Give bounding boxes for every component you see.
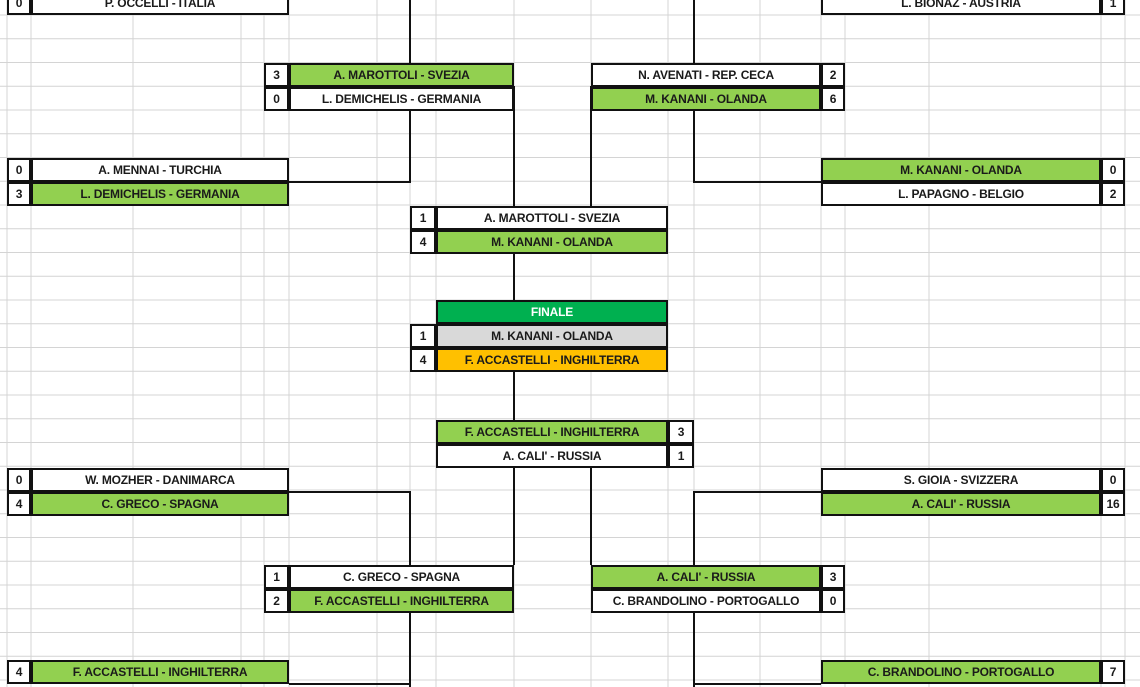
player-cell[interactable]: N. AVENATI - REP. CECA [591,63,821,87]
player-cell[interactable]: P. OCCELLI - ITALIA [31,0,289,15]
player-cell[interactable]: W. MOZHER - DANIMARCA [31,468,289,492]
player-cell[interactable]: F. ACCASTELLI - INGHILTERRA [289,589,514,613]
score-cell[interactable]: 3 [264,63,289,87]
player-cell[interactable]: L. DEMICHELIS - GERMANIA [31,182,289,206]
score-cell[interactable]: 2 [821,63,845,87]
score-cell[interactable]: 0 [7,0,31,15]
connector-line [590,86,592,206]
connector-line [513,86,515,206]
player-cell[interactable]: C. BRANDOLINO - PORTOGALLO [591,589,821,613]
connector-line [513,468,515,565]
connector-line [590,468,592,565]
score-cell[interactable]: 1 [264,565,289,589]
score-cell[interactable]: 0 [1101,468,1125,492]
score-cell[interactable]: 6 [821,87,845,111]
player-cell[interactable]: F. ACCASTELLI - INGHILTERRA [31,660,289,684]
connector-line [693,0,695,63]
connector-line [409,110,411,183]
player-cell[interactable]: C. GRECO - SPAGNA [31,492,289,516]
score-cell[interactable]: 1 [410,206,436,230]
player-cell[interactable]: A. CALI' - RUSSIA [821,492,1101,516]
connector-line [409,491,411,565]
player-cell[interactable]: L. BIONAZ - AUSTRIA [821,0,1101,15]
connector-line [513,372,515,420]
score-cell[interactable]: 0 [7,468,31,492]
score-cell[interactable]: 3 [821,565,845,589]
player-cell[interactable]: A. MAROTTOLI - SVEZIA [289,63,514,87]
connector-line [693,181,821,183]
connector-line [409,613,411,687]
score-cell[interactable]: 0 [1101,158,1125,182]
score-cell[interactable]: 3 [7,182,31,206]
connector-line [693,491,695,565]
connector-line [693,110,695,183]
connector-line [289,181,411,183]
score-cell[interactable]: 1 [410,324,436,348]
score-cell[interactable]: 7 [1101,660,1125,684]
player-cell[interactable]: L. PAPAGNO - BELGIO [821,182,1101,206]
score-cell[interactable]: 4 [410,348,436,372]
player-cell[interactable]: M. KANANI - OLANDA [821,158,1101,182]
player-cell[interactable]: F. ACCASTELLI - INGHILTERRA [436,348,668,372]
score-cell[interactable]: 1 [668,444,694,468]
connector-line [289,491,411,493]
score-cell[interactable]: 2 [264,589,289,613]
score-cell[interactable]: 3 [668,420,694,444]
score-cell[interactable]: 1 [1101,0,1125,15]
player-cell[interactable]: C. BRANDOLINO - PORTOGALLO [821,660,1101,684]
score-cell[interactable]: 16 [1101,492,1125,516]
player-cell[interactable]: L. DEMICHELIS - GERMANIA [289,87,514,111]
score-cell[interactable]: 0 [264,87,289,111]
player-cell[interactable]: C. GRECO - SPAGNA [289,565,514,589]
connector-line [693,613,695,687]
score-cell[interactable]: 0 [821,589,845,613]
score-cell[interactable]: 4 [410,230,436,254]
player-cell[interactable]: A. MENNAI - TURCHIA [31,158,289,182]
score-cell[interactable]: 2 [1101,182,1125,206]
finale-header: FINALE [436,300,668,324]
player-cell[interactable]: S. GIOIA - SVIZZERA [821,468,1101,492]
score-cell[interactable]: 4 [7,492,31,516]
player-cell[interactable]: F. ACCASTELLI - INGHILTERRA [436,420,668,444]
player-cell[interactable]: M. KANANI - OLANDA [591,87,821,111]
player-cell[interactable]: M. KANANI - OLANDA [436,324,668,348]
connector-line [409,0,411,63]
connector-line [694,491,821,493]
score-cell[interactable]: 0 [7,158,31,182]
player-cell[interactable]: A. CALI' - RUSSIA [591,565,821,589]
connector-line [289,683,411,685]
connector-line [694,683,821,685]
player-cell[interactable]: M. KANANI - OLANDA [436,230,668,254]
player-cell[interactable]: A. MAROTTOLI - SVEZIA [436,206,668,230]
score-cell[interactable]: 4 [7,660,31,684]
player-cell[interactable]: A. CALI' - RUSSIA [436,444,668,468]
connector-line [513,254,515,300]
